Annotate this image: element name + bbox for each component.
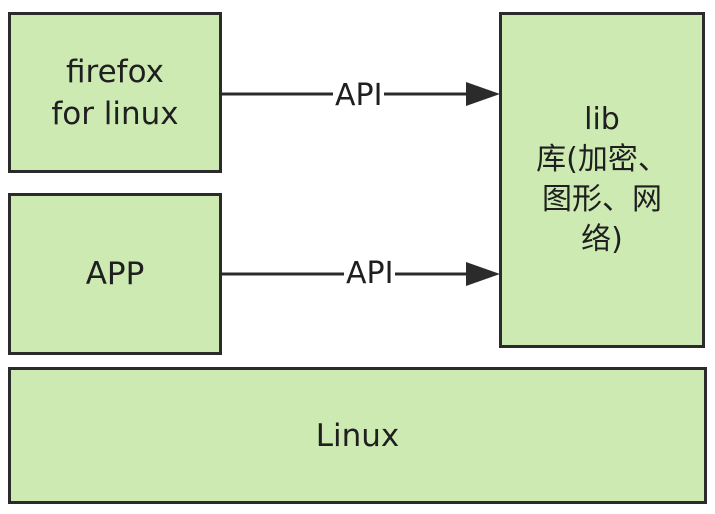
app-label: APP (85, 256, 145, 292)
lib-label: lib 库(加密、 图形、网 络) (512, 100, 692, 260)
linux-box: Linux (8, 367, 707, 504)
lib-box: lib 库(加密、 图形、网 络) (499, 12, 705, 348)
lib-label-line-1: lib (584, 102, 620, 137)
firefox-for-linux-box: firefox for linux (8, 12, 222, 173)
firefox-for-linux-label: firefox for linux (51, 53, 179, 132)
app-box: APP (8, 193, 222, 355)
arrowhead-top (466, 82, 500, 106)
arrowhead-bottom (466, 262, 500, 286)
lib-label-line-4: 络) (581, 222, 623, 257)
lib-label-line-3: 图形、网 (542, 182, 662, 217)
api-label-top: API (333, 78, 385, 113)
lib-label-line-2: 库(加密、 (536, 142, 668, 177)
api-label-bottom: API (344, 256, 396, 291)
linux-label: Linux (315, 417, 400, 454)
